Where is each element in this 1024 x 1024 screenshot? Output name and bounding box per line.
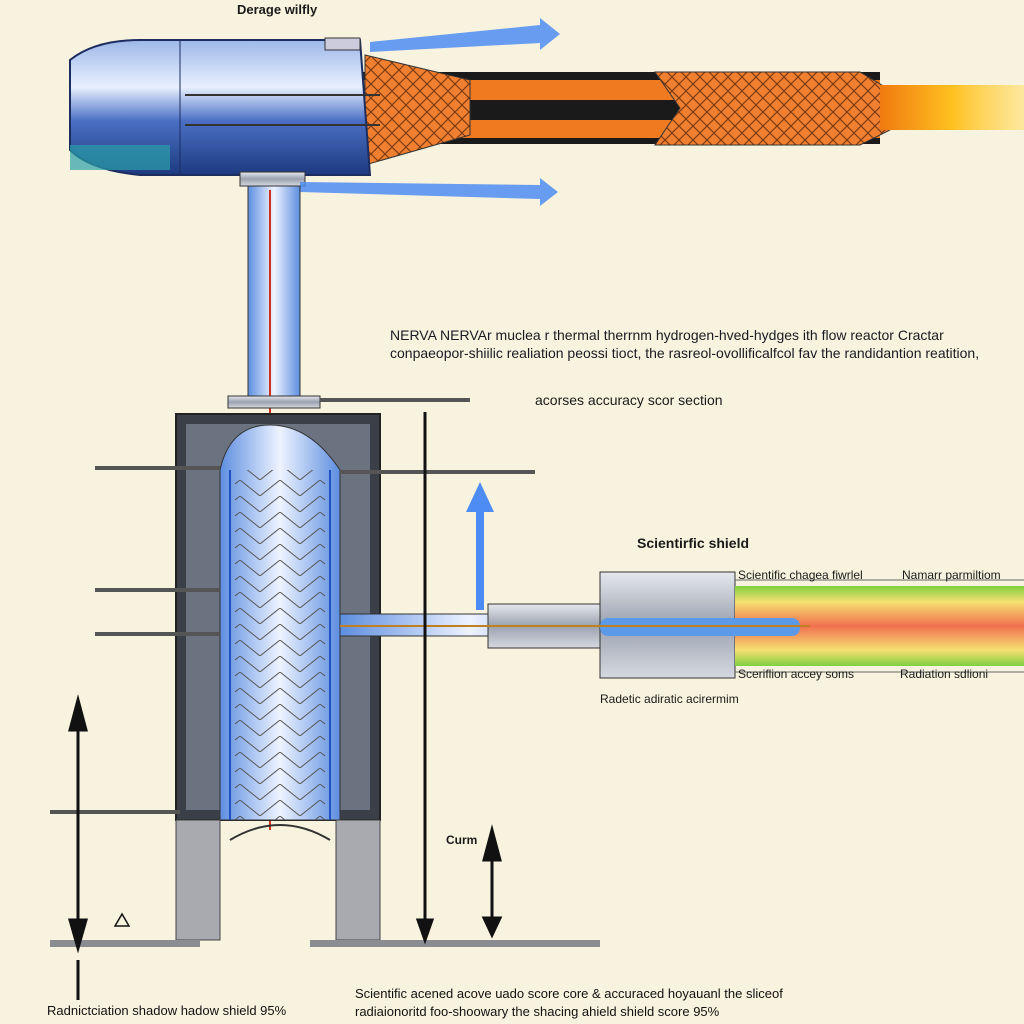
flow-arrows-top — [300, 18, 560, 206]
engine-assembly — [69, 37, 1024, 187]
curm-label: Curm — [446, 833, 478, 847]
exhaust-flame — [880, 85, 1024, 130]
reactor-vessel — [175, 413, 381, 821]
shield-title: Scientirfic shield — [637, 535, 750, 551]
dimension-arrows — [68, 412, 503, 1000]
support-rods — [50, 398, 535, 814]
outlet-pipe — [339, 571, 1024, 679]
shield-bottom-right-label: Radiation sdlioni — [900, 667, 989, 681]
description: NERVA NERVAr muclea r thermal therrnm hy… — [390, 326, 979, 362]
footer-left: Radnictciation shadow hadow shield 95% — [47, 1003, 287, 1018]
section-label: acorses accuracy scor section — [535, 392, 723, 408]
shield-top-left-label: Scientific chagea fiwrlel — [738, 568, 863, 582]
shield-under-label: Radetic adiratic acirermim — [600, 692, 739, 706]
description-line-2: conpaeopor-shiilic realiation peossi tio… — [390, 345, 980, 361]
shield-bottom-left-label: Sceriflion accey soms — [738, 667, 855, 681]
flow-arrow-up — [466, 482, 494, 610]
footer-right-line-1: Scientific acened acove uado score core … — [355, 986, 783, 1001]
reactor-base — [50, 819, 600, 947]
footer-right-line-2: radiaionoritd foo-shoowary the shacing a… — [355, 1004, 720, 1019]
top-label: Derage wilfly — [237, 2, 318, 17]
footer-right: Scientific acened acove uado score core … — [355, 985, 783, 1021]
shield-top-right-label: Namarr parmiltiom — [902, 568, 1001, 582]
description-line-1: NERVA NERVAr muclea r thermal therrnm hy… — [390, 327, 944, 343]
